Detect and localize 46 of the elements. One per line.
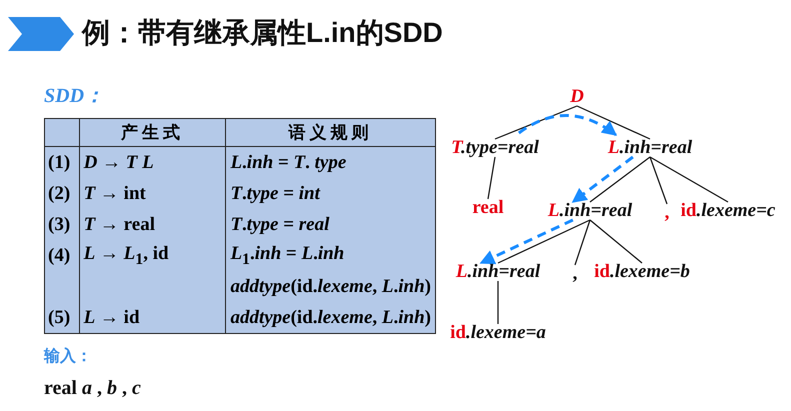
- tree-node-label: ,: [572, 263, 578, 285]
- tree-branch: [590, 156, 650, 202]
- tree-node-label: real: [472, 197, 504, 219]
- column-header: 语义规则: [288, 123, 373, 142]
- production-text: T → real: [84, 214, 155, 234]
- tree-node-label: id.lexeme=a: [450, 322, 546, 344]
- tree-branch: [650, 156, 728, 203]
- tree-branch: [649, 156, 668, 204]
- tree-branch: [497, 281, 499, 324]
- semantic-rule-text: T.type = real: [230, 214, 330, 234]
- row-number: (3): [48, 214, 70, 234]
- dashed-arrow: [480, 218, 574, 264]
- tree-node-label: id.lexeme=c: [680, 200, 776, 222]
- tree-node-label: L.inh=real: [456, 261, 540, 283]
- semantic-rule-text: addtype(id.lexeme, L.inh): [230, 276, 431, 296]
- row-number: (4): [48, 244, 70, 266]
- dashed-arrow: [572, 156, 634, 204]
- semantic-rule-text: T.type = int: [230, 182, 320, 204]
- production-text: D → T L: [84, 152, 154, 172]
- tree-branch: [498, 219, 590, 264]
- semantic-rule-text: L$_{1}$.inh = L.inh: [230, 242, 344, 264]
- dashed-arrow: [518, 114, 618, 136]
- row-number: (5): [48, 306, 70, 328]
- slide-title: 例：带有继承属性L.in的SDD: [82, 16, 443, 50]
- semantic-rule-text: addtype(id.lexeme, L.inh): [230, 306, 431, 328]
- tree-node-label: L.inh=real: [548, 200, 632, 222]
- semantic-rule-text: L.inh = T. type: [230, 152, 346, 172]
- section-heading: 输入：: [44, 346, 92, 367]
- tree-branch: [590, 220, 642, 264]
- tree-node-label: L.inh=real: [608, 137, 692, 159]
- row-number: (2): [48, 182, 70, 204]
- tree-branch: [576, 105, 650, 140]
- tree-branch: [494, 105, 578, 140]
- tree-node-label: ,: [664, 202, 670, 224]
- tree-branch: [487, 156, 496, 200]
- tree-node-label: T.type=real: [451, 137, 539, 159]
- tree-branch: [574, 220, 591, 266]
- tree-node-label: D: [570, 86, 584, 108]
- input-text: real a , b , c: [44, 376, 141, 400]
- production-text: L → id: [84, 306, 140, 328]
- section-heading: SDD：: [44, 84, 104, 108]
- tree-node-label: id.lexeme=b: [594, 261, 690, 283]
- production-text: T → int: [84, 182, 146, 204]
- row-number: (1): [48, 152, 70, 172]
- production-text: L → L$_{1}$, id: [84, 242, 169, 264]
- column-header: 产生式: [121, 123, 184, 142]
